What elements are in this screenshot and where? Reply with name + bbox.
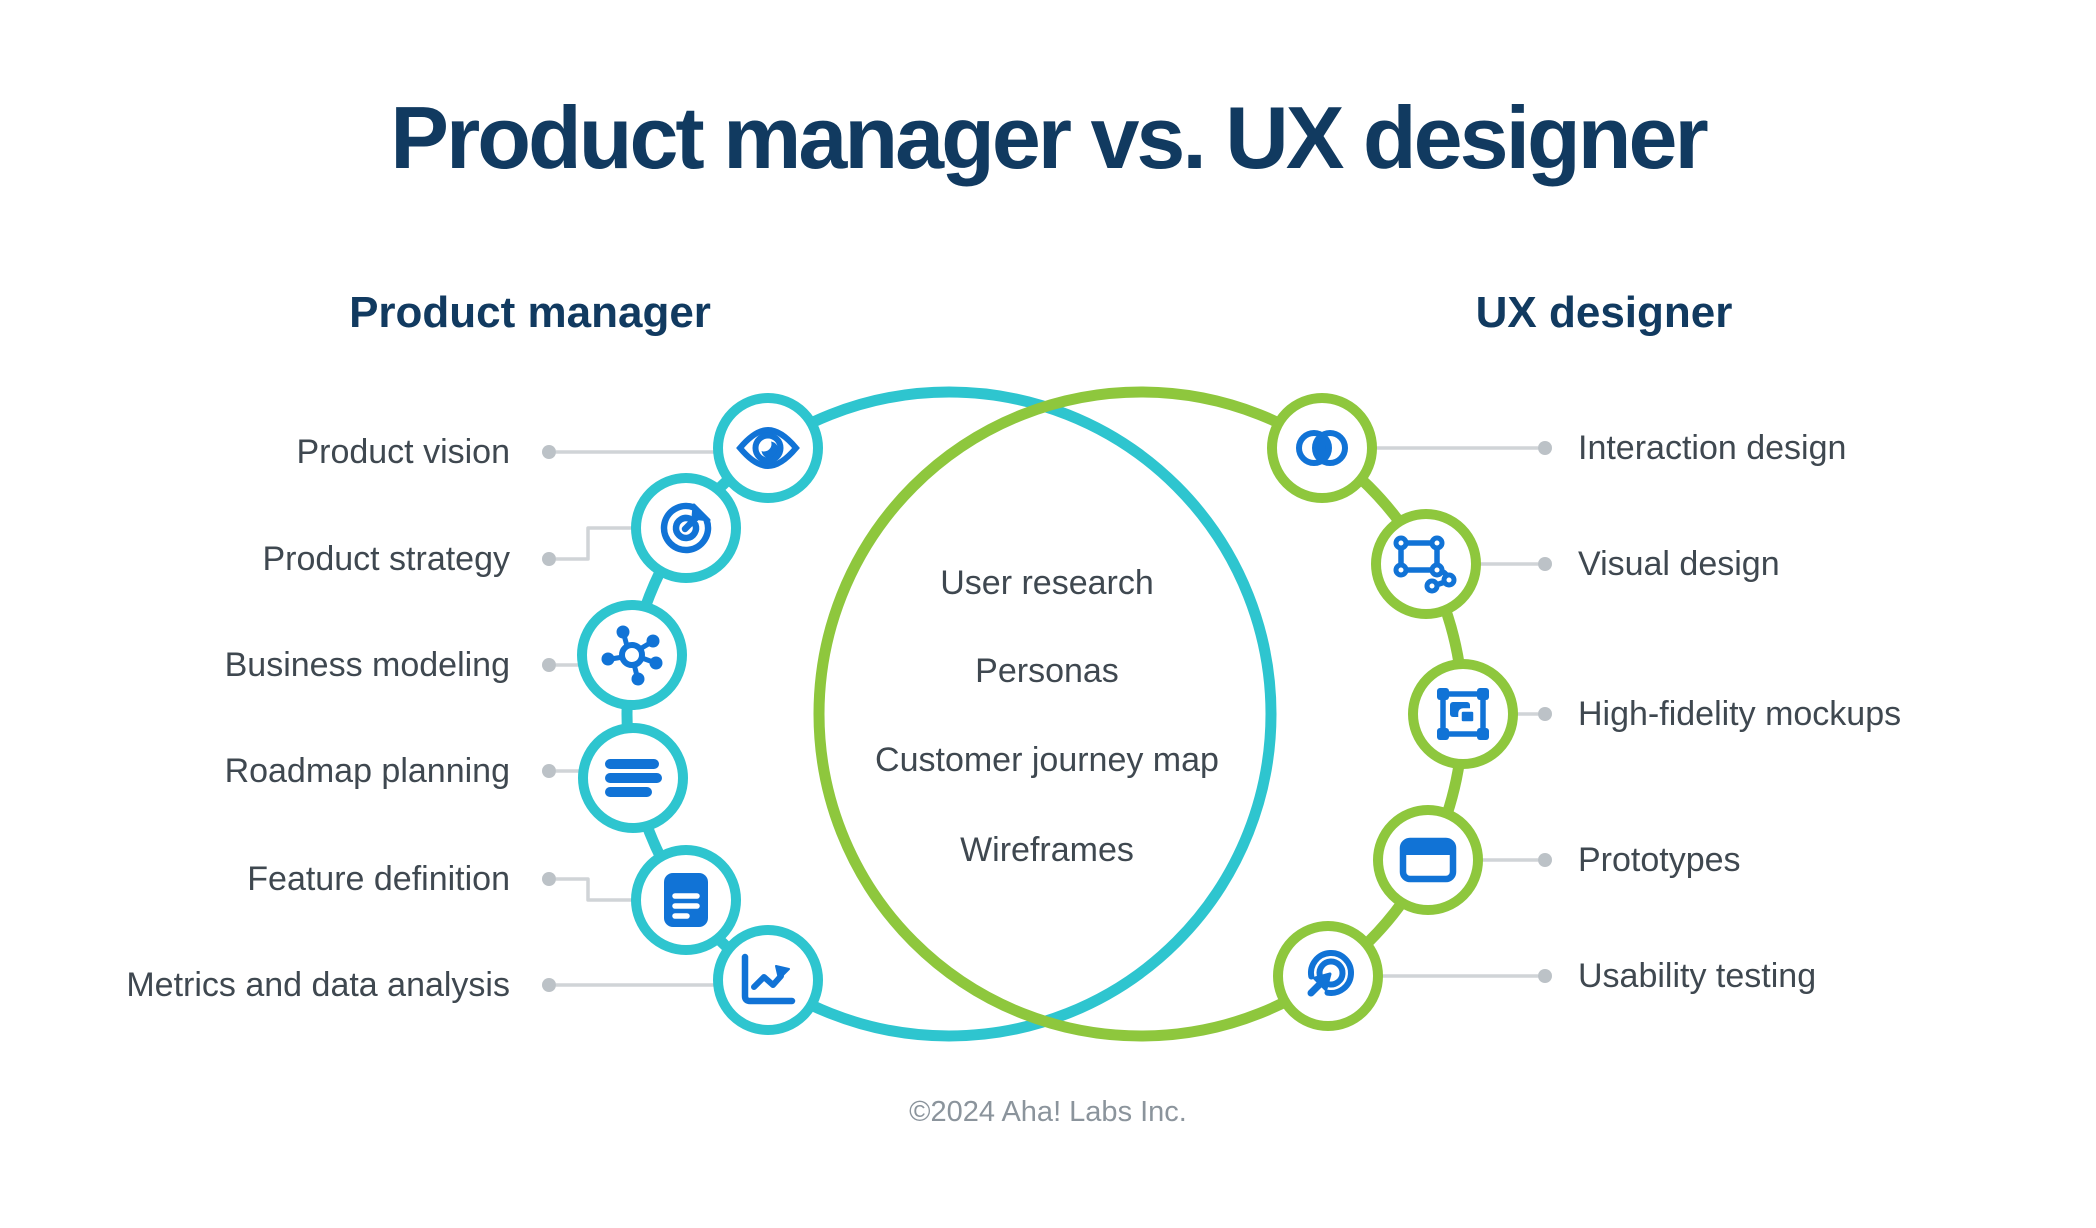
pm-label-product-strategy: Product strategy xyxy=(262,540,510,578)
ux-label-usability-testing: Usability testing xyxy=(1578,957,1817,995)
artboard-frame-icon xyxy=(1437,688,1489,740)
pm-label-product-vision: Product vision xyxy=(296,433,510,471)
target-dart-icon xyxy=(660,502,712,554)
ux-label-interaction-design: Interaction design xyxy=(1578,429,1847,467)
pm-icon-circles xyxy=(577,393,823,1035)
ux-label-prototypes: Prototypes xyxy=(1578,841,1741,879)
click-cursor-icon xyxy=(1307,950,1354,997)
copyright-text: ©2024 Aha! Labs Inc. xyxy=(909,1096,1187,1128)
product-manager-heading: Product manager xyxy=(349,288,711,337)
pm-label-business-modeling: Business modeling xyxy=(224,646,510,684)
line-chart-icon xyxy=(741,953,796,1005)
pm-label-roadmap-planning: Roadmap planning xyxy=(224,752,510,790)
shared-item-user-research: User research xyxy=(940,564,1154,602)
overlapping-circles-icon xyxy=(1296,430,1348,466)
ux-label-high-fidelity-mockups: High-fidelity mockups xyxy=(1578,695,1902,733)
shared-item-customer-journey-map: Customer journey map xyxy=(875,741,1219,779)
roadmap-bars-icon xyxy=(605,759,662,797)
shared-item-personas: Personas xyxy=(975,652,1119,690)
eye-icon xyxy=(736,426,800,470)
ux-icon-circles xyxy=(1267,393,1518,1031)
pm-label-feature-definition: Feature definition xyxy=(247,860,510,898)
connector-dots xyxy=(542,441,1552,992)
ux-designer-heading: UX designer xyxy=(1475,288,1733,337)
shared-item-wireframes: Wireframes xyxy=(960,831,1134,869)
pm-label-metrics-analysis: Metrics and data analysis xyxy=(126,966,510,1004)
product-manager-ring xyxy=(621,386,1277,1042)
browser-window-icon xyxy=(1399,837,1457,883)
document-icon xyxy=(664,873,708,927)
network-nodes-icon xyxy=(601,625,663,686)
page-title: Product manager vs. UX designer xyxy=(390,88,1708,187)
vector-shape-icon xyxy=(1393,535,1457,594)
ux-label-visual-design: Visual design xyxy=(1578,545,1780,583)
